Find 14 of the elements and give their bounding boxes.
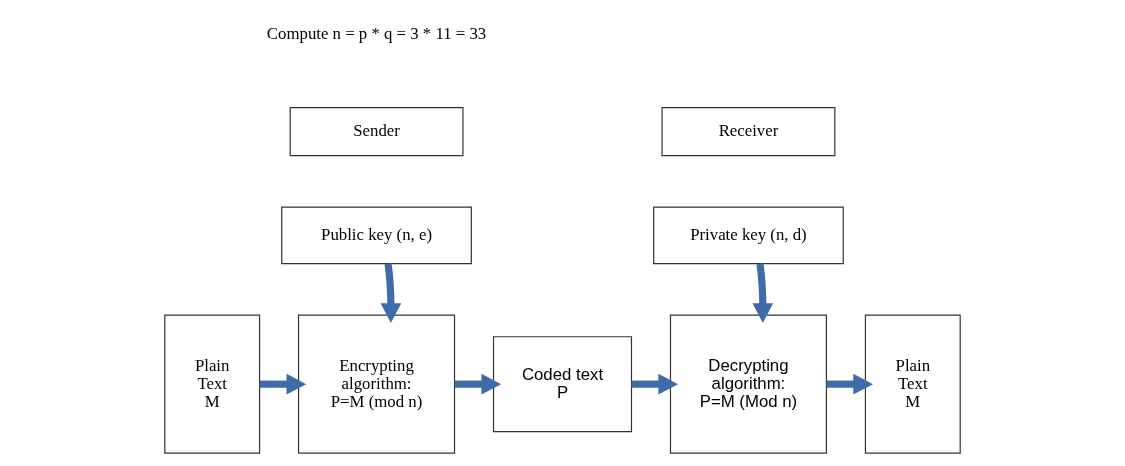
arrow <box>259 373 307 395</box>
node-box: Sender <box>289 107 464 157</box>
node-box: Public key (n, e) <box>281 206 472 265</box>
node-box: Decrypting algorithm: P=M (Mod n) <box>669 314 828 454</box>
node-box: Coded text P <box>492 336 633 433</box>
node-box: Plain Text M <box>164 314 261 454</box>
arrow <box>752 263 774 323</box>
node-box: Private key (n, d) <box>653 206 844 265</box>
label: Compute n = p * q = 3 * 11 = 33 <box>266 23 487 43</box>
node-box: Encrypting algorithm: P=M (mod n) <box>297 314 456 454</box>
arrow <box>380 263 402 323</box>
node-box: Plain Text M <box>864 314 961 454</box>
arrow <box>454 373 502 395</box>
node-box: Receiver <box>661 107 836 157</box>
